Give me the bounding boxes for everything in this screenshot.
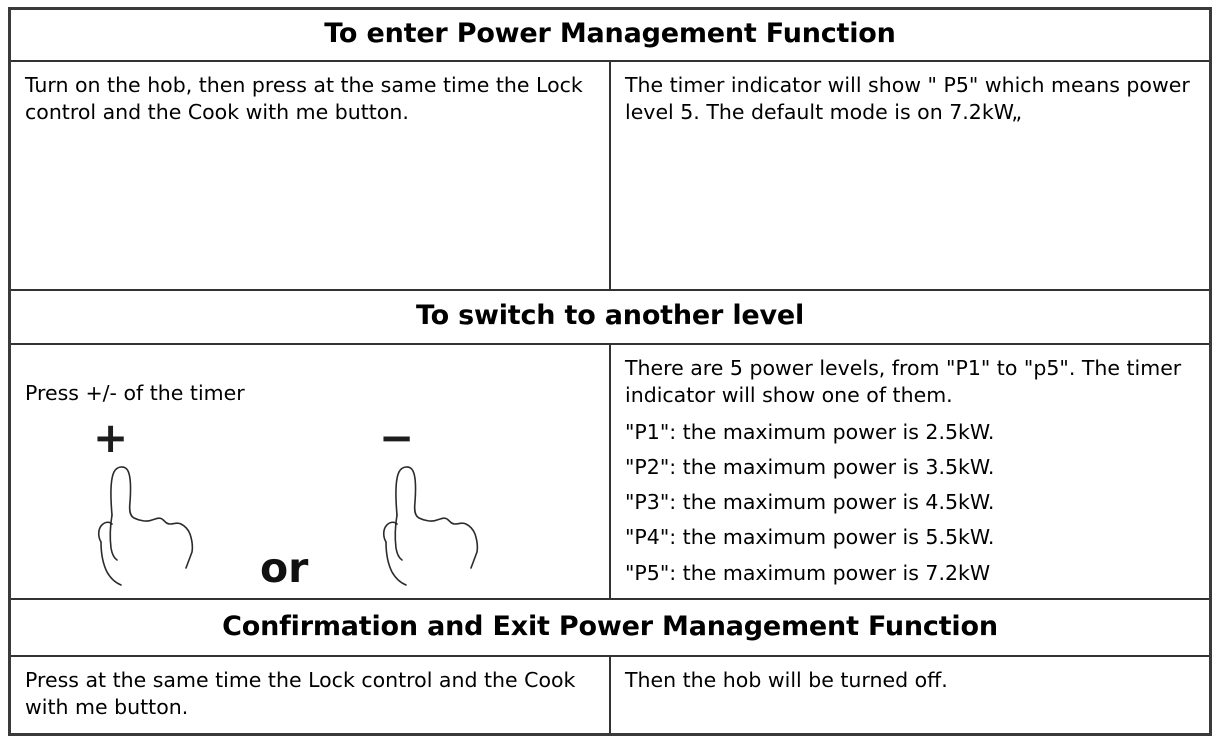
timer-controls-cell: Press +/- of the timer + − <box>8 343 611 600</box>
power-level-line-p2: "P2": the maximum power is 3.5kW. <box>625 454 995 479</box>
enter-result-text: The timer indicator will show " P5" whic… <box>625 73 1190 125</box>
section-header-row-confirm: Confirmation and Exit Power Management F… <box>8 598 1212 657</box>
enter-instruction-text: Turn on the hob, then press at the same … <box>25 73 583 125</box>
section-body-row-enter: Turn on the hob, then press at the same … <box>8 60 1212 291</box>
enter-result-cell: The timer indicator will show " P5" whic… <box>609 60 1212 291</box>
enter-instruction-cell: Turn on the hob, then press at the same … <box>8 60 611 291</box>
pointing-finger-hand-icon-minus <box>374 458 494 588</box>
or-label: or <box>260 544 309 592</box>
manual-page: To enter Power Management Function Turn … <box>8 7 1212 736</box>
plus-sign-icon: + <box>93 413 129 462</box>
power-levels-cell: There are 5 power levels, from "P1" to "… <box>609 343 1212 600</box>
power-levels-intro-text: There are 5 power levels, from "P1" to "… <box>625 356 1182 408</box>
section-header-enter-power-management: To enter Power Management Function <box>8 7 1212 62</box>
section-header-row-switch: To switch to another level <box>8 289 1212 345</box>
power-level-line-p3: "P3": the maximum power is 4.5kW. <box>625 490 995 514</box>
power-level-line-p5: "P5": the maximum power is 7.2kW <box>625 560 991 585</box>
section-header-switch-level: To switch to another level <box>8 289 1212 345</box>
power-level-line-p1: "P1": the maximum power is 2.5kW. <box>625 419 995 444</box>
section-body-row-switch: Press +/- of the timer + − <box>8 343 1212 600</box>
section-header-confirmation-exit: Confirmation and Exit Power Management F… <box>8 598 1212 657</box>
timer-instruction-text: Press +/- of the timer <box>25 381 245 405</box>
confirm-result-cell: Then the hob will be turned off. <box>609 655 1212 736</box>
confirm-instruction-cell: Press at the same time the Lock control … <box>8 655 611 736</box>
confirm-result-text: Then the hob will be turned off. <box>625 668 948 692</box>
confirm-instruction-text: Press at the same time the Lock control … <box>25 668 576 720</box>
power-level-line-p4: "P4": the maximum power is 5.5kW. <box>625 525 995 550</box>
section-body-row-confirm: Press at the same time the Lock control … <box>8 655 1212 736</box>
minus-sign-icon: − <box>379 413 415 462</box>
pointing-finger-hand-icon-plus <box>89 458 209 588</box>
power-management-table: To enter Power Management Function Turn … <box>8 7 1212 736</box>
section-header-row-enter: To enter Power Management Function <box>8 7 1212 62</box>
